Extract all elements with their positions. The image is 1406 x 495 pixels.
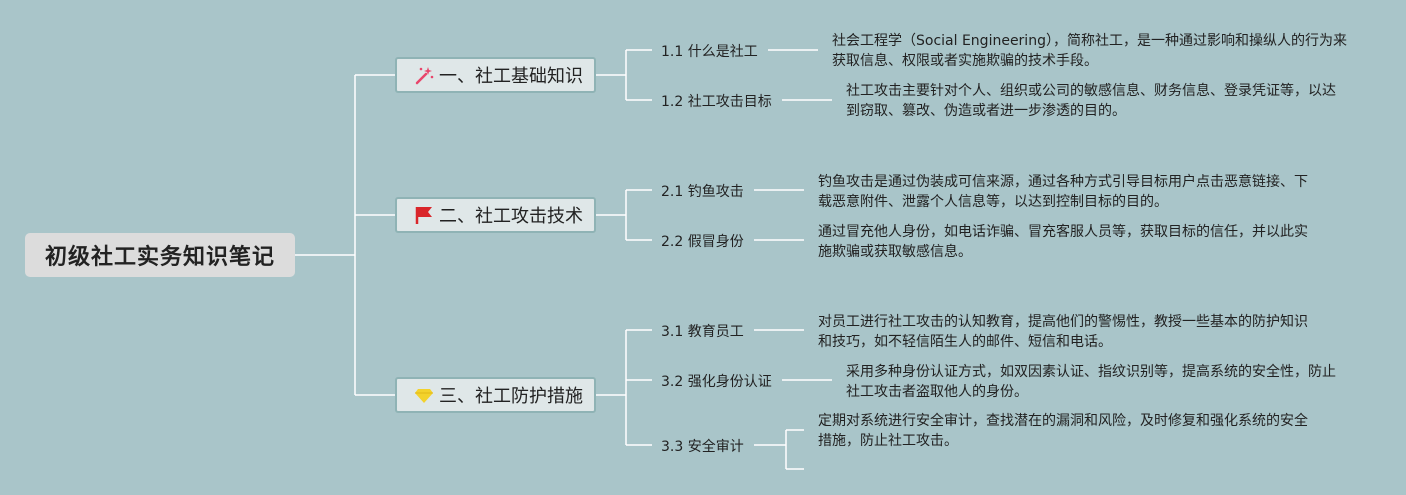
root-topic[interactable]: 初级社工实务知识笔记	[25, 233, 295, 277]
description-attack-targets: 社工攻击主要针对个人、组织或公司的敏感信息、财务信息、登录凭证等，以达 到窃取、…	[846, 81, 1336, 121]
subtopic-attack-targets[interactable]: 1.2 社工攻击目标	[661, 94, 772, 110]
description-line: 采用多种身份认证方式，如双因素认证、指纹识别等，提高系统的安全性，防止	[846, 364, 1336, 380]
description-line: 通过冒充他人身份，如电话诈骗、冒充客服人员等，获取目标的信任，并以此实	[818, 224, 1308, 240]
branch-label: 二、社工攻击技术	[439, 206, 583, 227]
subtopic-educate-staff[interactable]: 3.1 教育员工	[661, 324, 744, 340]
description-line: 措施，防止社工攻击。	[818, 433, 958, 449]
description-line: 到窃取、篡改、伪造或者进一步渗透的目的。	[846, 103, 1126, 119]
description-line: 社会工程学（Social Engineering），简称社工，是一种通过影响和操…	[832, 33, 1347, 49]
branch-attack-techniques[interactable]: 二、社工攻击技术	[395, 197, 596, 233]
subtopic-what-is-social-engineering[interactable]: 1.1 什么是社工	[661, 44, 758, 60]
magic-wand-icon	[413, 64, 435, 86]
description-line: 社工攻击者盗取他人的身份。	[846, 384, 1028, 400]
branch-basics[interactable]: 一、社工基础知识	[395, 57, 596, 93]
red-flag-icon	[413, 204, 435, 226]
description-impersonation: 通过冒充他人身份，如电话诈骗、冒充客服人员等，获取目标的信任，并以此实 施欺骗或…	[818, 222, 1308, 262]
branch-protection[interactable]: 三、社工防护措施	[395, 377, 596, 413]
description-line: 和技巧，如不轻信陌生人的邮件、短信和电话。	[818, 334, 1112, 350]
description-line: 社工攻击主要针对个人、组织或公司的敏感信息、财务信息、登录凭证等，以达	[846, 83, 1336, 99]
subtopic-impersonation[interactable]: 2.2 假冒身份	[661, 234, 744, 250]
description-line: 施欺骗或获取敏感信息。	[818, 244, 972, 260]
description-line: 载恶意附件、泄露个人信息等，以达到控制目标的目的。	[818, 194, 1168, 210]
description-line: 定期对系统进行安全审计，查找潜在的漏洞和风险，及时修复和强化系统的安全	[818, 413, 1308, 429]
description-strong-authentication: 采用多种身份认证方式，如双因素认证、指纹识别等，提高系统的安全性，防止 社工攻击…	[846, 362, 1336, 402]
branch-label: 一、社工基础知识	[439, 66, 583, 87]
root-title: 初级社工实务知识笔记	[44, 245, 275, 270]
description-line: 获取信息、权限或者实施欺骗的技术手段。	[832, 53, 1098, 69]
subtopic-strong-authentication[interactable]: 3.2 强化身份认证	[661, 374, 772, 390]
description-what-is-social-engineering: 社会工程学（Social Engineering），简称社工，是一种通过影响和操…	[832, 31, 1347, 71]
description-line: 对员工进行社工攻击的认知教育，提高他们的警惕性，教授一些基本的防护知识	[818, 314, 1308, 330]
description-educate-staff: 对员工进行社工攻击的认知教育，提高他们的警惕性，教授一些基本的防护知识 和技巧，…	[818, 312, 1308, 352]
subtopic-security-audit[interactable]: 3.3 安全审计	[661, 439, 744, 455]
subtopic-phishing[interactable]: 2.1 钓鱼攻击	[661, 184, 744, 200]
branch-label: 三、社工防护措施	[439, 386, 583, 407]
description-security-audit: 定期对系统进行安全审计，查找潜在的漏洞和风险，及时修复和强化系统的安全 措施，防…	[818, 411, 1308, 451]
diamond-icon	[413, 384, 435, 406]
description-phishing: 钓鱼攻击是通过伪装成可信来源，通过各种方式引导目标用户点击恶意链接、下 载恶意附…	[818, 172, 1308, 212]
description-line: 钓鱼攻击是通过伪装成可信来源，通过各种方式引导目标用户点击恶意链接、下	[818, 174, 1308, 190]
